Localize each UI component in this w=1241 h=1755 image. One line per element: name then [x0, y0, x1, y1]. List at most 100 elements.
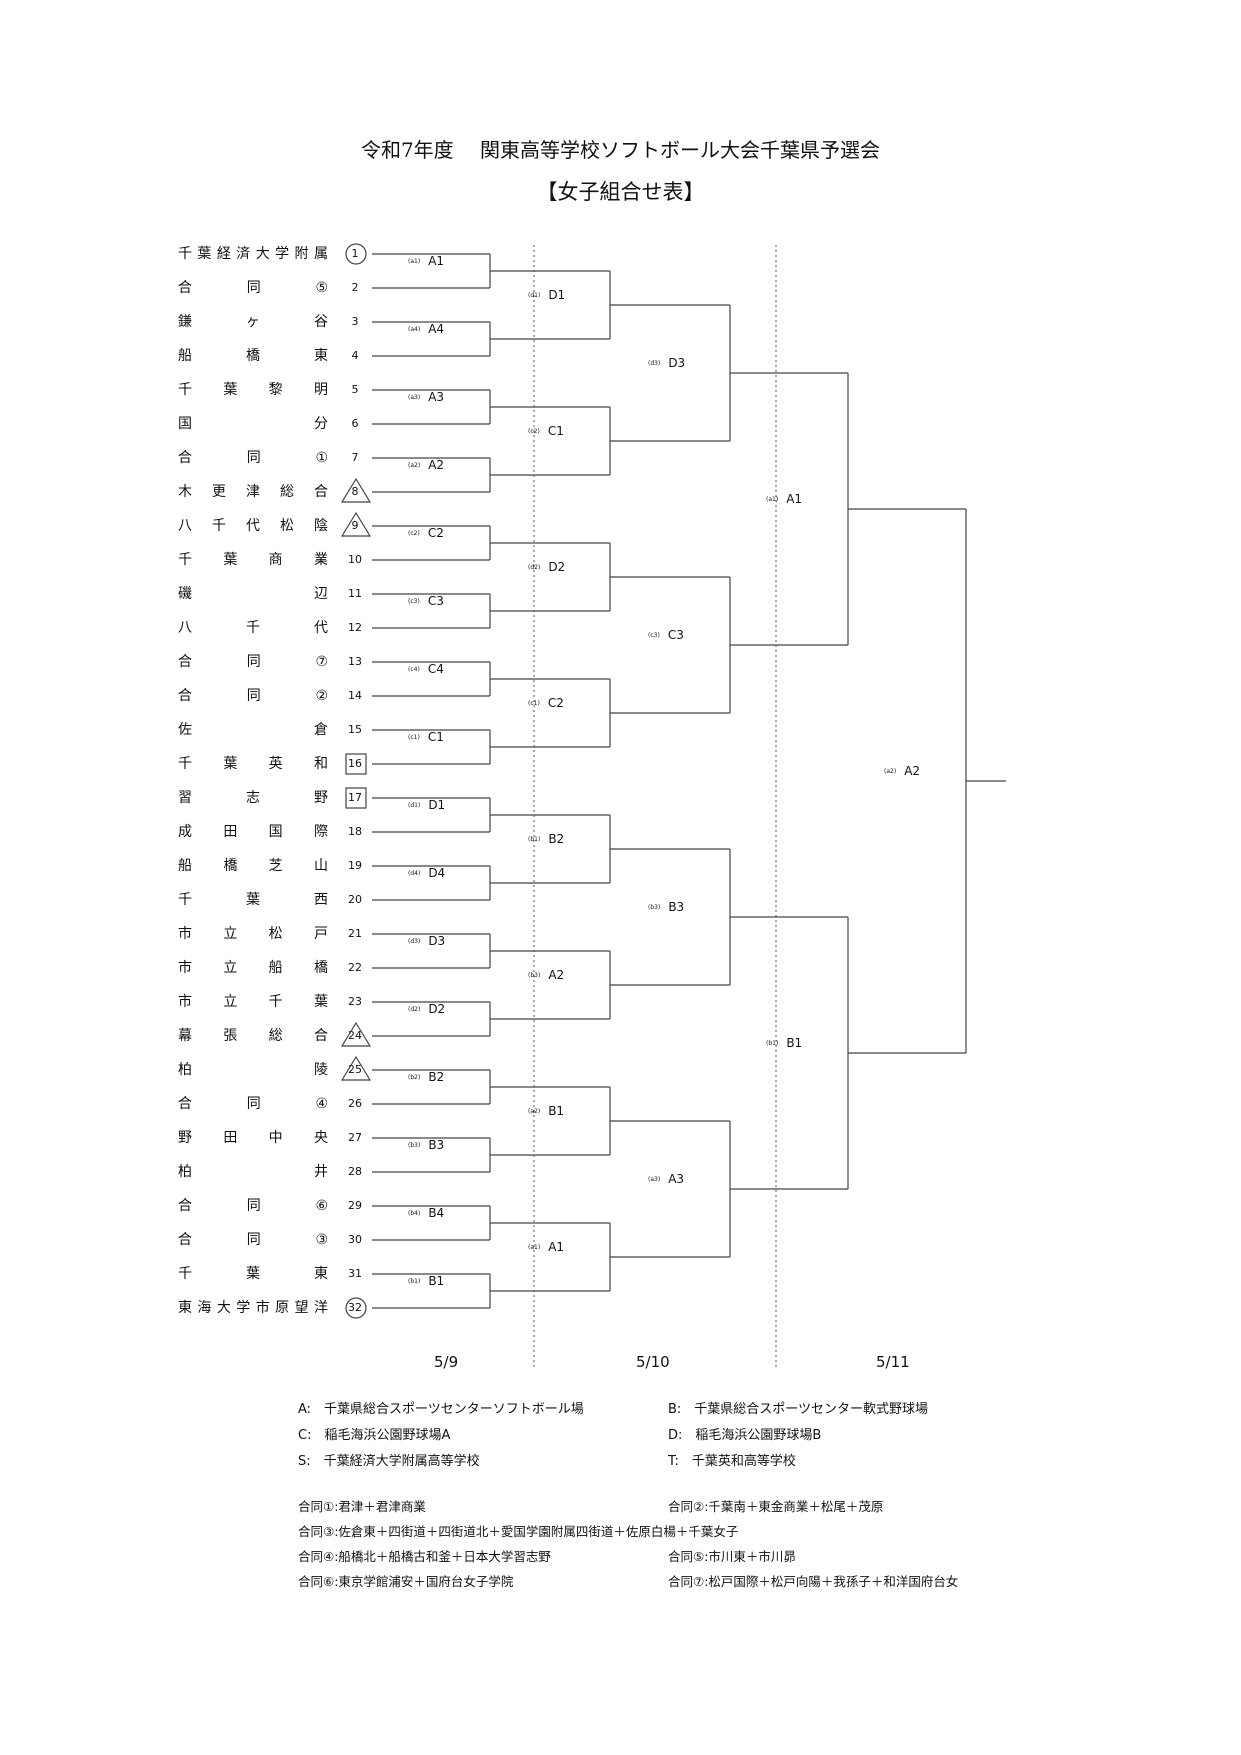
seed-number: 29 — [348, 1199, 362, 1212]
match-venue-code: (d3) — [408, 938, 421, 945]
match-slot-label: A1 — [548, 1240, 565, 1254]
round1-label: (d3) D3 — [408, 934, 445, 948]
team-name: 八千代松陰 — [178, 518, 328, 534]
seed-number: 6 — [351, 417, 359, 430]
match-slot-label: B2 — [548, 832, 565, 846]
team-name: 幕張総合 — [178, 1028, 328, 1044]
match-slot-label: D2 — [548, 560, 566, 574]
match-venue-code: (c1) — [408, 734, 420, 741]
match-slot-label: D1 — [548, 288, 566, 302]
round2-label: (b3)A2 — [528, 968, 564, 982]
round3-label: (a3) A3 — [648, 1172, 684, 1186]
match-slot-label: B1 — [786, 1036, 803, 1050]
team-name: 千葉黎明 — [178, 382, 328, 398]
team-name: 千葉西 — [178, 892, 328, 908]
joint-team-1: 合同①:君津＋君津商業 — [298, 1499, 426, 1514]
seed-square-mark — [345, 787, 367, 809]
round3-label: (c3)C3 — [648, 628, 684, 642]
team-name: 成田国際 — [178, 824, 328, 840]
match-venue-code: (a3) — [648, 1176, 661, 1183]
round3-label: (d3)D3 — [648, 356, 685, 370]
match-venue-code: (b1) — [528, 836, 541, 843]
match-slot-label: C2 — [427, 526, 444, 540]
team-name: 市立千葉 — [178, 994, 328, 1010]
seed-number: 7 — [351, 451, 359, 464]
round1-label: (d4)D4 — [408, 866, 445, 880]
seed-number: 31 — [348, 1267, 362, 1280]
seed-number: 18 — [348, 825, 362, 838]
match-venue-code: (a1) — [766, 496, 779, 503]
team-name: 磯辺 — [178, 586, 328, 602]
match-venue-code: (c3) — [408, 598, 420, 605]
seed-number: 32 — [348, 1301, 362, 1314]
match-venue-code: (a2) — [884, 768, 897, 775]
match-slot-label: A1 — [428, 254, 445, 268]
match-slot-label: C3 — [427, 594, 444, 608]
team-row: 東海大学市原望洋 32 — [178, 1298, 362, 1318]
match-venue-code: (d1) — [528, 292, 541, 299]
team-name: 千葉東 — [178, 1266, 328, 1282]
round1-label: (b1)B1 — [408, 1274, 444, 1288]
venue-s: S: 千葉経済大学附属高等学校 — [298, 1454, 480, 1469]
joint-team-6: 合同⑥:東京学館浦安＋国府台女子学院 — [298, 1574, 514, 1589]
team-name: 柏井 — [178, 1164, 328, 1180]
seed-number: 13 — [348, 655, 362, 668]
seed-number: 14 — [348, 689, 362, 702]
team-name: 東海大学市原望洋 — [178, 1300, 328, 1316]
joint-team-4: 合同④:船橋北＋船橋古和釜＋日本大学習志野 — [298, 1549, 551, 1564]
team-name: 佐倉 — [178, 722, 328, 738]
seed-number: 2 — [351, 281, 359, 294]
match-slot-label: B1 — [428, 1274, 445, 1288]
match-slot-label: D4 — [428, 866, 446, 880]
joint-team-3: 合同③:佐倉東＋四街道＋四街道北＋愛国学園附属四街道＋佐原白楊＋千葉女子 — [298, 1524, 739, 1539]
round1-label: (c4)C4 — [408, 662, 444, 676]
seed-number: 19 — [348, 859, 362, 872]
match-slot-label: A2 — [428, 458, 445, 472]
seed-number: 27 — [348, 1131, 362, 1144]
round2-label: (a2)B1 — [528, 1104, 564, 1118]
seed-circle-mark — [345, 243, 367, 265]
seed-triangle-mark — [340, 511, 372, 537]
team-row: 千葉黎明 5 — [178, 380, 359, 400]
round1-label: (d2)D2 — [408, 1002, 445, 1016]
match-slot-label: B3 — [668, 900, 685, 914]
joint-team-5: 合同⑤:市川東＋市川昴 — [668, 1549, 796, 1564]
seed-number: 5 — [351, 383, 359, 396]
round2-label: (d1) D1 — [528, 288, 565, 302]
team-name: 市立松戸 — [178, 926, 328, 942]
round3-label: (b3)B3 — [648, 900, 684, 914]
match-slot-label: B4 — [428, 1206, 445, 1220]
seed-number: 30 — [348, 1233, 362, 1246]
match-slot-label: A3 — [668, 1172, 685, 1186]
match-slot-label: B1 — [548, 1104, 565, 1118]
match-venue-code: (d2) — [528, 564, 541, 571]
match-venue-code: (b1) — [766, 1040, 779, 1047]
match-venue-code: (a3) — [408, 394, 421, 401]
match-venue-code: (c2) — [528, 428, 540, 435]
seed-triangle-mark — [340, 477, 372, 503]
venue-a: A: 千葉県総合スポーツセンターソフトボール場 — [298, 1402, 584, 1417]
match-slot-label: A4 — [428, 322, 445, 336]
match-venue-code: (d1) — [408, 802, 421, 809]
round2-label: (c1)C2 — [528, 696, 564, 710]
venue-c: C: 稲毛海浜公園野球場A — [298, 1428, 451, 1443]
seed-triangle-mark — [340, 1021, 372, 1047]
round1-label: (c2)C2 — [408, 526, 444, 540]
match-slot-label: A1 — [786, 492, 803, 506]
match-slot-label: D3 — [428, 934, 446, 948]
match-venue-code: (c4) — [408, 666, 420, 673]
